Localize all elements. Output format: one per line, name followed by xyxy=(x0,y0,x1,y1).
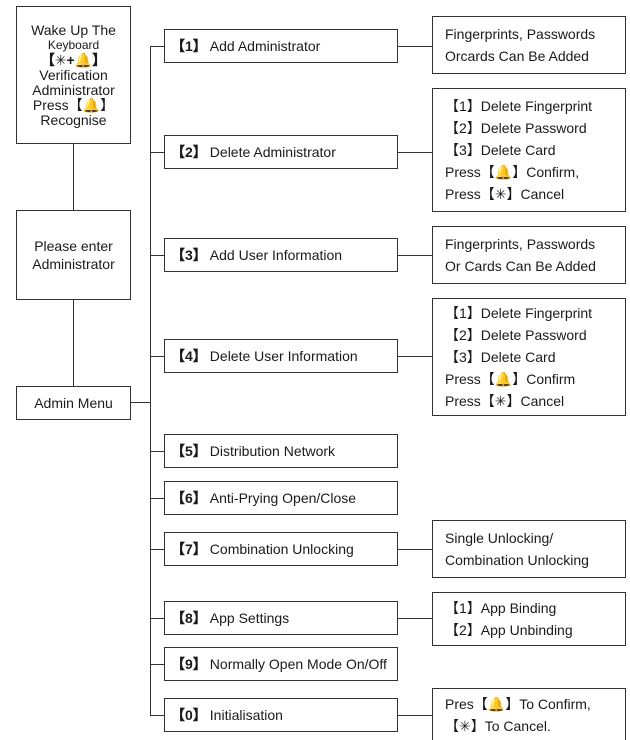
menu-item-anti-prying: 【6】 Anti-Prying Open/Close xyxy=(164,481,398,515)
detail-line: Fingerprints, Passwords xyxy=(445,236,596,252)
connector-item-7 xyxy=(150,549,164,550)
connector-item-8 xyxy=(150,618,164,619)
connector-enter-to-menu xyxy=(73,300,74,386)
menu-item-label: Initialisation xyxy=(209,707,283,723)
connector-item-5 xyxy=(150,451,164,452)
detail-line: 【2】Delete Password xyxy=(445,327,587,343)
connector-item-1 xyxy=(150,46,164,47)
detail-initialisation: Pres【🔔】To Confirm, 【✳】To Cancel. xyxy=(432,688,626,740)
menu-item-add-user-information: 【3】 Add User Information xyxy=(164,238,398,272)
wake-line-1: Wake Up The xyxy=(31,21,116,38)
menu-item-add-administrator: 【1】 Add Administrator xyxy=(164,29,398,63)
detail-line: Fingerprints, Passwords xyxy=(445,26,596,42)
wake-line-4: Verification xyxy=(39,66,108,83)
connector-item-3-detail xyxy=(398,255,432,256)
wake-line-2: Keyboard xyxy=(47,37,100,52)
enter-line-1: Please enter xyxy=(34,238,113,254)
menu-item-delete-user-information: 【4】 Delete User Information xyxy=(164,339,398,373)
wake-line-7: Recognise xyxy=(40,111,107,128)
menu-item-label: Add User Information xyxy=(209,247,343,263)
detail-line: Press【✳】Cancel xyxy=(445,186,565,202)
detail-delete-user-information: 【1】Delete Fingerprint 【2】Delete Password… xyxy=(432,298,626,416)
connector-item-7-detail xyxy=(398,549,432,550)
menu-item-label: App Settings xyxy=(209,610,290,626)
menu-item-number: 【2】 xyxy=(171,144,207,160)
detail-app-settings: 【1】App Binding 【2】App Unbinding xyxy=(432,592,626,646)
connector-item-9 xyxy=(150,664,164,665)
connector-item-0-detail xyxy=(398,715,432,716)
menu-item-label: Distribution Network xyxy=(209,443,336,459)
connector-wake-to-enter xyxy=(73,144,74,210)
menu-item-label: Normally Open Mode On/Off xyxy=(209,656,387,672)
detail-add-administrator: Fingerprints, Passwords Orcards Can Be A… xyxy=(432,16,626,74)
connector-item-6 xyxy=(150,498,164,499)
menu-item-number: 【1】 xyxy=(171,38,207,54)
wake-line-5: Administrator xyxy=(32,81,115,98)
menu-item-number: 【6】 xyxy=(171,490,207,506)
detail-line: Press【🔔】Confirm xyxy=(445,371,576,387)
menu-item-label: Delete User Information xyxy=(209,348,358,364)
connector-item-1-detail xyxy=(398,46,432,47)
enter-administrator-box: Please enter Administrator xyxy=(16,210,131,300)
detail-line: Combination Unlocking xyxy=(445,552,589,568)
detail-line: 【1】Delete Fingerprint xyxy=(445,98,593,114)
detail-line: 【2】App Unbinding xyxy=(445,622,573,638)
detail-line: Or Cards Can Be Added xyxy=(445,258,596,274)
menu-item-number: 【8】 xyxy=(171,610,207,626)
detail-line: 【3】Delete Card xyxy=(445,142,556,158)
detail-add-user-information: Fingerprints, Passwords Or Cards Can Be … xyxy=(432,226,626,284)
menu-item-number: 【9】 xyxy=(171,656,207,672)
detail-combination-unlocking: Single Unlocking/ Combination Unlocking xyxy=(432,520,626,578)
connector-item-4 xyxy=(150,356,164,357)
detail-line: Press【🔔】Confirm, xyxy=(445,164,580,180)
detail-line: Single Unlocking/ xyxy=(445,530,554,546)
detail-line: 【✳】To Cancel. xyxy=(445,717,551,734)
menu-item-normally-open-mode: 【9】 Normally Open Mode On/Off xyxy=(164,647,398,681)
detail-line: Pres【🔔】To Confirm, xyxy=(445,695,591,712)
admin-menu-box: Admin Menu xyxy=(16,386,131,420)
detail-line: 【1】Delete Fingerprint xyxy=(445,305,593,321)
menu-item-label: Anti-Prying Open/Close xyxy=(209,490,357,506)
admin-menu-label: Admin Menu xyxy=(34,394,113,411)
connector-item-3 xyxy=(150,255,164,256)
wake-up-keyboard-box: Wake Up The Keyboard 【✳+🔔】 Verification … xyxy=(16,6,131,144)
menu-item-number: 【4】 xyxy=(171,348,207,364)
connector-item-2 xyxy=(150,152,164,153)
detail-line: 【2】Delete Password xyxy=(445,120,587,136)
menu-item-number: 【0】 xyxy=(171,707,207,723)
detail-line: 【1】App Binding xyxy=(445,600,557,616)
menu-item-label: Delete Administrator xyxy=(209,144,336,160)
detail-line: 【3】Delete Card xyxy=(445,349,556,365)
connector-item-2-detail xyxy=(398,152,432,153)
menu-item-number: 【7】 xyxy=(171,541,207,557)
menu-item-label: Add Administrator xyxy=(209,38,321,54)
detail-line: Orcards Can Be Added xyxy=(445,48,589,64)
enter-line-2: Administrator xyxy=(32,256,115,272)
menu-item-combination-unlocking: 【7】 Combination Unlocking xyxy=(164,532,398,566)
wake-line-3: 【✳+🔔】 xyxy=(40,51,107,68)
menu-item-initialisation: 【0】 Initialisation xyxy=(164,698,398,732)
detail-line: Press【✳】Cancel xyxy=(445,393,565,409)
menu-item-distribution-network: 【5】 Distribution Network xyxy=(164,434,398,468)
connector-menu-to-trunk xyxy=(131,402,150,403)
menu-item-app-settings: 【8】 App Settings xyxy=(164,601,398,635)
menu-trunk-line xyxy=(150,46,151,715)
connector-item-4-detail xyxy=(398,356,432,357)
menu-item-number: 【5】 xyxy=(171,443,207,459)
menu-item-number: 【3】 xyxy=(171,247,207,263)
connector-item-8-detail xyxy=(398,618,432,619)
menu-item-delete-administrator: 【2】 Delete Administrator xyxy=(164,135,398,169)
wake-line-6: Press【🔔】 xyxy=(32,96,115,113)
menu-item-label: Combination Unlocking xyxy=(209,541,354,557)
detail-delete-administrator: 【1】Delete Fingerprint 【2】Delete Password… xyxy=(432,88,626,212)
connector-item-0 xyxy=(150,715,164,716)
